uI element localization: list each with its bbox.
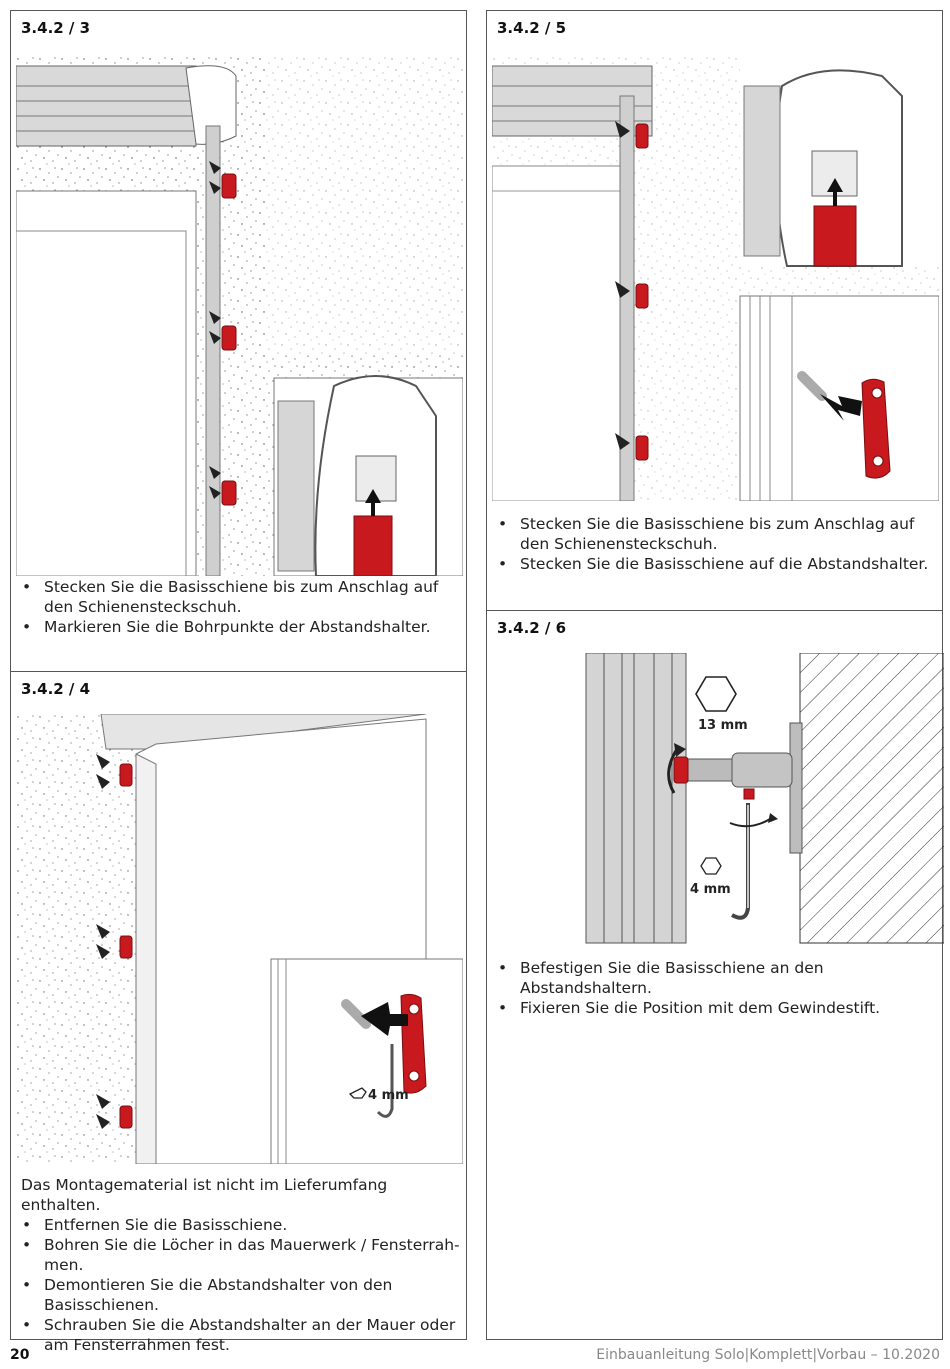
list-item: Schrauben Sie die Abstandshalter an der … <box>21 1315 461 1355</box>
list-item: Stecken Sie die Basisschiene bis zum Ans… <box>497 514 937 554</box>
step-title: 3.4.2 / 3 <box>21 19 91 37</box>
list-item: Stecken Sie die Basisschiene auf die Abs… <box>497 554 937 574</box>
step-5-illustration <box>492 56 939 501</box>
list-item: Markieren Sie die Bohrpunkte der Abstand… <box>21 617 461 637</box>
step-6-text: Befestigen Sie die Basisschiene an den A… <box>497 958 937 1018</box>
list-item: Befestigen Sie die Basisschiene an den A… <box>497 958 937 998</box>
step-3-text: Stecken Sie die Basisschiene bis zum Ans… <box>21 577 461 637</box>
page-number: 20 <box>10 1347 30 1363</box>
step-title: 3.4.2 / 5 <box>497 19 567 37</box>
list-item: Stecken Sie die Basisschiene bis zum Ans… <box>21 577 461 617</box>
footer-text: Einbauanleitung Solo|Komplett|Vorbau – 1… <box>596 1347 940 1363</box>
step-panel-6: 3.4.2 / 6 13 mm 4 mm <box>486 610 944 1340</box>
hex-size-label-small: 4 mm <box>690 882 731 897</box>
list-item: Fixieren Sie die Position mit dem Gewind… <box>497 998 937 1018</box>
list-item: Entfernen Sie die Basisschiene. <box>21 1215 461 1235</box>
hex-size-label: 4 mm <box>368 1088 409 1103</box>
intro-text: Das Montagematerial ist nicht im Lieferu… <box>21 1176 388 1214</box>
step-title: 3.4.2 / 4 <box>21 680 91 698</box>
step-4-illustration: 4 mm <box>16 714 463 1164</box>
step-panel-4: 3.4.2 / 4 <box>10 671 467 1354</box>
step-6-illustration: 13 mm 4 mm <box>582 653 944 948</box>
hex-size-label-large: 13 mm <box>698 718 748 733</box>
step-5-text: Stecken Sie die Basisschiene bis zum Ans… <box>497 514 937 574</box>
step-3-illustration <box>16 56 463 576</box>
list-item: Demontieren Sie die Abstandshalter von d… <box>21 1275 461 1315</box>
step-title: 3.4.2 / 6 <box>497 619 567 637</box>
step-panel-3: 3.4.2 / 3 <box>10 10 467 672</box>
step-panel-5: 3.4.2 / 5 <box>486 10 943 611</box>
list-item: Bohren Sie die Löcher in das Mauerwerk /… <box>21 1235 461 1275</box>
step-4-text: Das Montagematerial ist nicht im Lieferu… <box>21 1175 461 1355</box>
